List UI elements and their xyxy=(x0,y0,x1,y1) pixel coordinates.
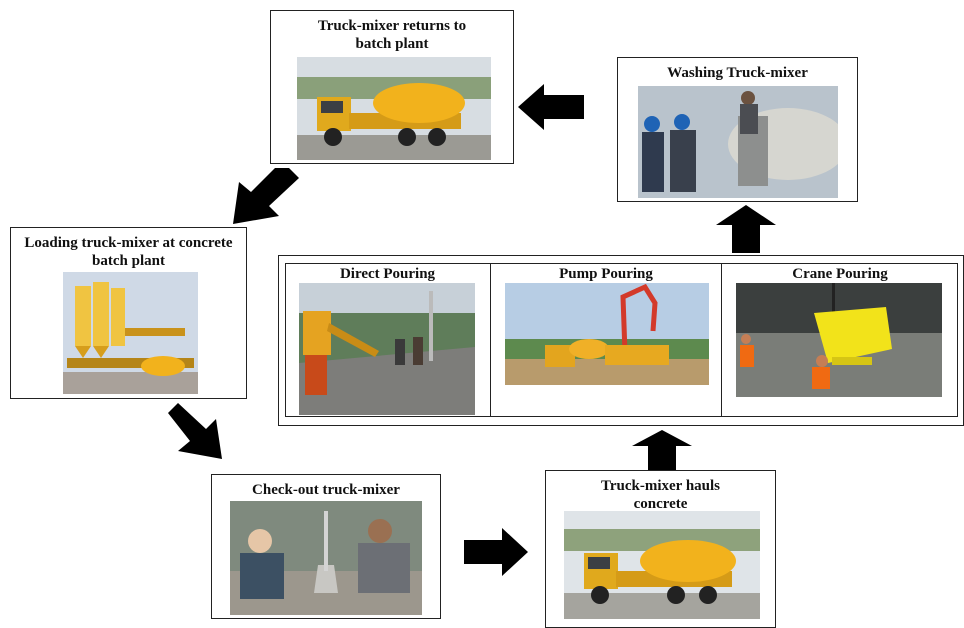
pour-pump-label: Pump Pouring xyxy=(559,266,653,282)
step-washing-box: Washing Truck-mixer xyxy=(617,57,858,202)
step-loading-label: Loading truck-mixer at concrete batch pl… xyxy=(24,235,233,269)
pour-direct-cell: Direct Pouring xyxy=(285,263,491,417)
checkout-photo xyxy=(230,501,422,615)
arrow-hauls-to-pouring xyxy=(632,430,692,470)
returns-truck-photo xyxy=(297,57,491,160)
step-checkout-label: Check-out truck-mixer xyxy=(252,482,400,498)
step-washing-label: Washing Truck-mixer xyxy=(667,65,808,81)
step-returns-label: Truck-mixer returns to batch plant xyxy=(317,18,467,52)
arrow-returns-to-loading xyxy=(229,168,299,224)
step-hauls-box: Truck-mixer hauls concrete xyxy=(545,470,776,628)
pour-direct-label: Direct Pouring xyxy=(339,266,436,282)
step-loading-box: Loading truck-mixer at concrete batch pl… xyxy=(10,227,247,399)
arrow-pouring-to-washing xyxy=(716,205,776,253)
loading-photo xyxy=(63,272,198,394)
pump-pouring-photo xyxy=(505,283,709,385)
pouring-options-container: Direct Pouring Pump Pouring xyxy=(278,255,964,426)
step-hauls-label: Truck-mixer hauls concrete xyxy=(600,478,721,512)
hauls-truck-photo xyxy=(564,511,760,619)
pour-crane-label: Crane Pouring xyxy=(792,266,888,282)
arrow-washing-to-returns xyxy=(518,84,584,130)
step-checkout-box: Check-out truck-mixer xyxy=(211,474,441,619)
arrow-checkout-to-hauls xyxy=(464,528,528,576)
direct-pouring-photo xyxy=(299,283,475,415)
arrow-loading-to-checkout xyxy=(168,403,238,459)
pouring-inner-frame xyxy=(285,263,958,417)
washing-photo xyxy=(638,86,838,198)
pour-crane-cell: Crane Pouring xyxy=(722,263,958,417)
step-returns-box: Truck-mixer returns to batch plant xyxy=(270,10,514,164)
crane-pouring-photo xyxy=(736,283,942,397)
pour-pump-cell: Pump Pouring xyxy=(491,263,722,417)
